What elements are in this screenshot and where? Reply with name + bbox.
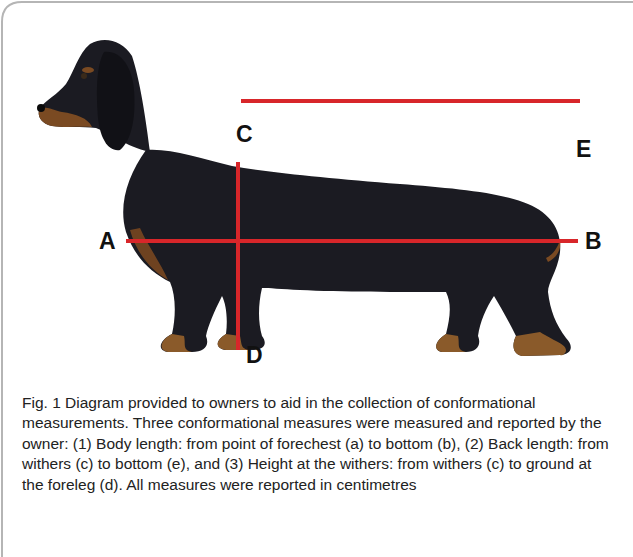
dog-ear	[97, 52, 135, 150]
dog-eye	[81, 73, 87, 79]
dog-paw	[514, 332, 566, 356]
dog-brow	[82, 67, 94, 73]
point-letter: B	[585, 230, 602, 253]
back-length-line	[241, 99, 580, 103]
point-letter: E	[576, 138, 591, 161]
point-letter: C	[236, 123, 253, 146]
dog-head	[39, 40, 150, 152]
height-line	[236, 162, 240, 350]
dog-nose	[37, 104, 45, 112]
figure-caption: Fig. 1 Diagram provided to owners to aid…	[22, 393, 614, 495]
dog-chest	[130, 228, 168, 280]
dog-paw	[162, 334, 192, 352]
point-letter: D	[246, 344, 263, 367]
dog-muzzle	[39, 107, 92, 127]
dog-paw	[436, 334, 466, 352]
body-length-line	[126, 239, 578, 243]
point-letter: A	[99, 230, 116, 253]
dog-body	[123, 150, 571, 356]
dog-tail	[546, 240, 560, 262]
